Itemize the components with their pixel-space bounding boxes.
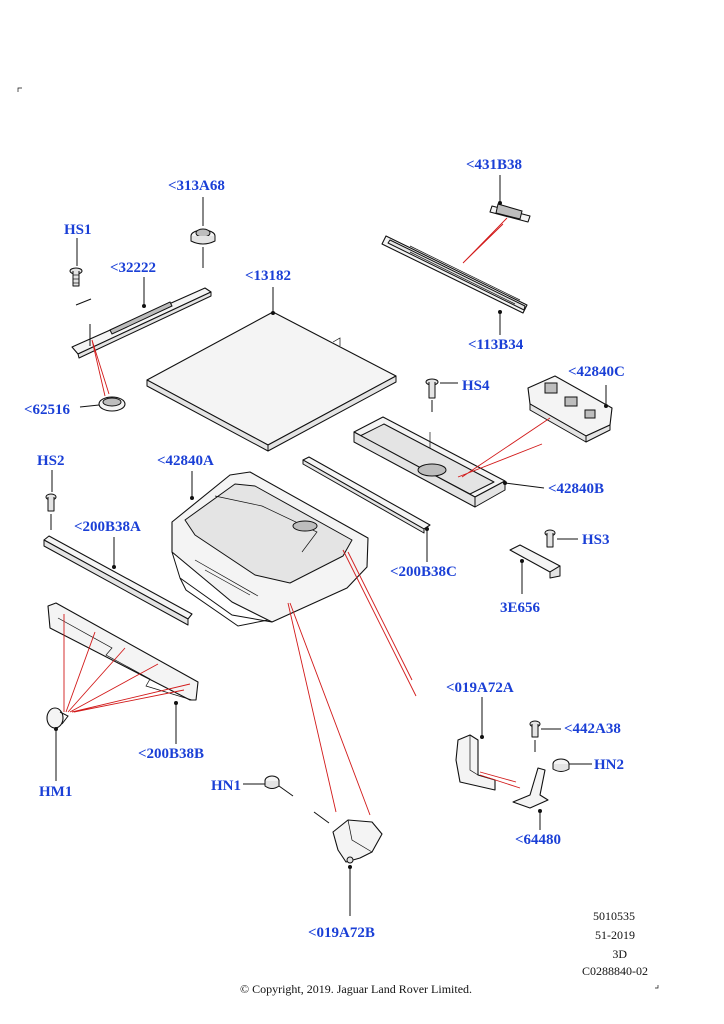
- callout-442a38[interactable]: <442A38: [564, 721, 621, 737]
- callout-113b34[interactable]: <113B34: [468, 337, 524, 353]
- crop-mark-top-left: [17, 87, 22, 92]
- part-13182-load-floor-panel[interactable]: [146, 287, 397, 452]
- callout-hs1[interactable]: HS1: [64, 222, 92, 238]
- part-431b38-bracket[interactable]: [489, 175, 531, 223]
- part-hs1-screw[interactable]: [69, 238, 92, 306]
- part-200b38b-panel[interactable]: [47, 602, 199, 744]
- callout-hs2[interactable]: HS2: [37, 453, 65, 469]
- crop-mark-bottom-right: [655, 985, 659, 989]
- reference-line-62516: [91, 339, 110, 397]
- part-hs4-screw[interactable]: [425, 378, 458, 412]
- callout-64480[interactable]: <64480: [515, 832, 561, 848]
- part-hs2-screw[interactable]: [45, 470, 57, 530]
- callout-hs4[interactable]: HS4: [462, 378, 490, 394]
- callout-42840b[interactable]: <42840B: [548, 481, 604, 497]
- part-313a68-clip[interactable]: [190, 197, 216, 268]
- part-200b38a-rail[interactable]: [43, 535, 193, 626]
- callout-hs3[interactable]: HS3: [582, 532, 610, 548]
- part-hn2-nut[interactable]: [552, 758, 592, 772]
- callout-3e656[interactable]: 3E656: [500, 600, 541, 616]
- part-3e656-bracket[interactable]: [509, 544, 561, 594]
- callout-019a72b[interactable]: <019A72B: [308, 925, 375, 941]
- reference-line-431b38: [462, 217, 508, 264]
- reference-line-019a72b: [287, 602, 371, 816]
- part-hn1-nut[interactable]: [243, 775, 294, 797]
- callout-200b38c[interactable]: <200B38C: [390, 564, 457, 580]
- callout-200b38a[interactable]: <200B38A: [74, 519, 141, 535]
- reference-line-42840c: [457, 417, 551, 478]
- callout-42840c[interactable]: <42840C: [568, 364, 625, 380]
- part-200b38c-strip[interactable]: [302, 456, 431, 562]
- callout-hm1[interactable]: HM1: [39, 784, 72, 800]
- callout-hn2[interactable]: HN2: [594, 757, 624, 773]
- copyright-notice: © Copyright, 2019. Jaguar Land Rover Lim…: [240, 982, 472, 996]
- meta-line-2: 51-2019: [595, 928, 635, 942]
- part-42840c-organiser[interactable]: [527, 375, 613, 443]
- callout-13182[interactable]: <13182: [245, 268, 291, 284]
- meta-line-3: 3D: [612, 947, 627, 961]
- part-42840b-tray[interactable]: [353, 416, 545, 508]
- reference-line-019a72a: [342, 549, 417, 697]
- callout-313a68[interactable]: <313A68: [168, 178, 225, 194]
- part-113b34-rail[interactable]: [381, 235, 528, 335]
- part-442a38-bolt[interactable]: [529, 720, 561, 752]
- part-64480-bracket[interactable]: [512, 767, 549, 830]
- part-019a72a-bracket[interactable]: [455, 697, 496, 791]
- reference-line-64480: [479, 771, 521, 789]
- callout-62516[interactable]: <62516: [24, 402, 71, 418]
- meta-line-4: C0288840-02: [582, 964, 648, 978]
- callout-hn1[interactable]: HN1: [211, 778, 241, 794]
- part-019a72b-bracket[interactable]: [313, 811, 383, 916]
- part-hs3-screw[interactable]: [544, 529, 578, 548]
- callout-42840a[interactable]: <42840A: [157, 453, 214, 469]
- part-62516-cap[interactable]: [79, 396, 126, 412]
- meta-line-1: 5010535: [593, 909, 635, 923]
- callout-431b38[interactable]: <431B38: [466, 157, 522, 173]
- callout-32222[interactable]: <32222: [110, 260, 156, 276]
- part-42840a-storage-tub[interactable]: [171, 471, 369, 627]
- part-32222-rail[interactable]: [71, 277, 212, 359]
- callout-200b38b[interactable]: <200B38B: [138, 746, 204, 762]
- callout-019a72a[interactable]: <019A72A: [446, 680, 514, 696]
- reference-lines-200b38b: [63, 614, 191, 713]
- part-hm1-clip[interactable]: [46, 707, 69, 781]
